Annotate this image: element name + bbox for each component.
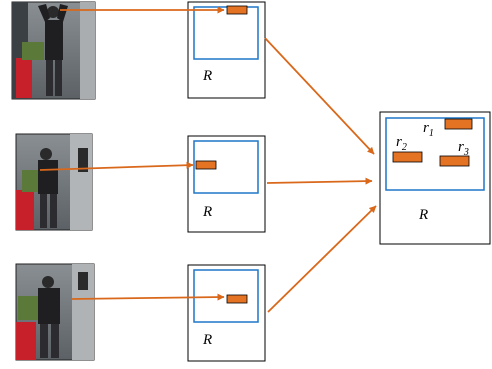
region-box [193, 140, 259, 194]
region-label: R [202, 332, 212, 348]
merged-region-label: R [418, 207, 428, 223]
arrow-frame1-to-merged [264, 37, 375, 155]
frame-2: R [187, 135, 266, 233]
region-patch [226, 294, 248, 304]
region-r2-label: r2 [396, 134, 407, 153]
person-photo-front [15, 263, 95, 361]
region-patch [195, 160, 217, 170]
merged-frame: r1 r2 r3 R [379, 111, 491, 245]
arrow-photo2-to-frame2 [39, 161, 194, 171]
region-box [193, 6, 259, 60]
region-patch-r2 [392, 151, 423, 163]
person-photo-raised-arms [11, 1, 96, 100]
arrow-frame2-to-merged [266, 177, 373, 185]
region-patch-r1 [444, 118, 473, 130]
arrow-frame3-to-merged [267, 205, 377, 313]
region-box [193, 269, 259, 323]
person-photo-side [15, 133, 93, 231]
region-r3-label: r3 [458, 139, 469, 158]
frame-1: R [187, 1, 266, 99]
region-r1-label: r1 [423, 120, 434, 139]
arrow-photo3-to-frame3 [71, 293, 225, 301]
region-patch [226, 5, 248, 15]
merged-region-box [385, 117, 485, 191]
frame-3: R [187, 264, 266, 362]
region-label: R [202, 204, 212, 220]
region-label: R [202, 68, 212, 84]
region-patch-r3 [439, 155, 470, 167]
